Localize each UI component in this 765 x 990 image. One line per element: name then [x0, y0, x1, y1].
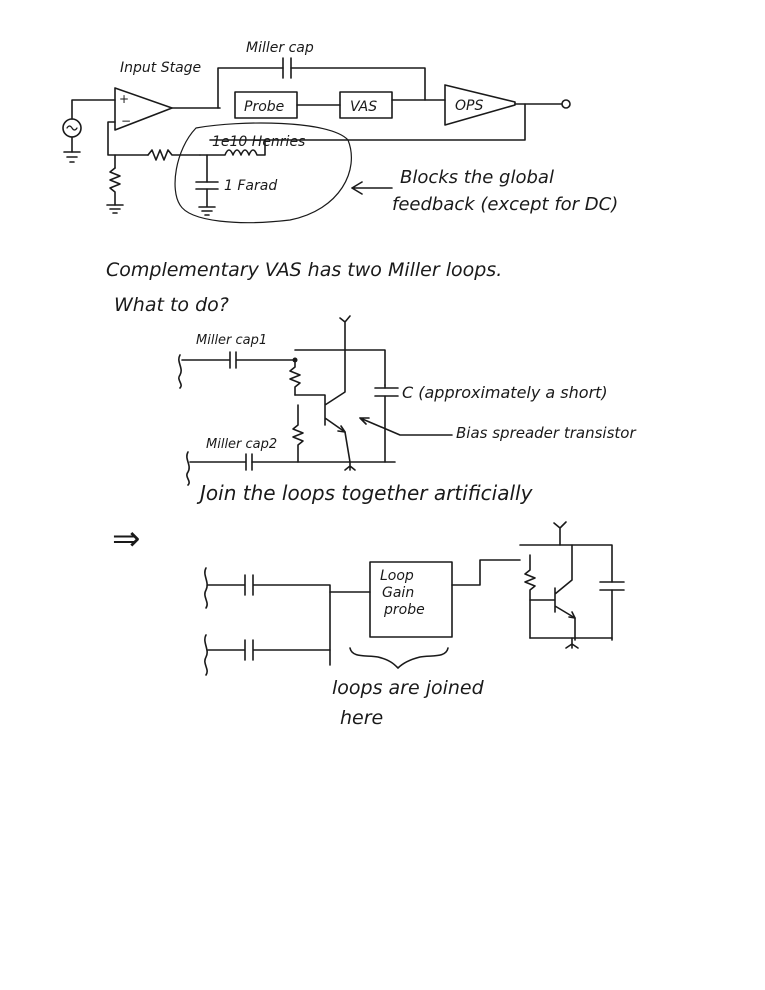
miller-cap2-label: Miller cap2 [206, 437, 277, 452]
probe-line3: probe [383, 602, 425, 618]
joined-loops-schematic: ⇒ Loop Gain probe loops are joined here [112, 519, 625, 729]
note-line2: What to do? [114, 294, 229, 316]
miller-cap-label: Miller cap [246, 40, 314, 56]
probe-line1: Loop [380, 568, 414, 584]
blocks-note-line1: Blocks the global [400, 167, 554, 188]
inductor-symbol [199, 139, 266, 156]
capacitor-symbol [195, 181, 219, 190]
blocks-note-line2: feedback (except for DC) [392, 194, 618, 215]
feedback-resistor [147, 149, 201, 161]
joined-note-line2: here [340, 707, 383, 729]
lc-enclosure [174, 122, 352, 224]
join-brace [349, 647, 449, 669]
shunt-capacitor [374, 387, 399, 397]
inductor-label: 1e10 Henries [212, 134, 305, 150]
plus-sign: + [119, 92, 129, 106]
probe-line2: Gain [382, 585, 414, 601]
miller-cap1-label: Miller cap1 [196, 333, 267, 348]
vas-box [339, 91, 393, 119]
output-terminal [561, 99, 571, 109]
complementary-vas-schematic: Miller cap1 C (approximately a short) Mi… [178, 315, 636, 505]
capacitor-label: 1 Farad [224, 178, 277, 194]
bias-note: Bias spreader transistor [456, 424, 636, 442]
bias-spreader-transistor [294, 349, 351, 463]
input-stage-opamp [114, 87, 173, 131]
joined-note-line1: loops are joined [332, 677, 485, 699]
input-stage-label: Input Stage [120, 60, 201, 76]
loop-gain-probe-box [369, 561, 453, 638]
minus-sign: − [121, 114, 131, 128]
ops-label: OPS [455, 98, 483, 114]
vas-label: VAS [350, 99, 377, 115]
probe-label: Probe [244, 99, 284, 115]
implies-arrow: ⇒ [112, 519, 141, 559]
cap-note: C (approximately a short) [402, 383, 608, 402]
note-line1: Complementary VAS has two Miller loops. [106, 259, 502, 281]
ops-buffer [444, 84, 516, 126]
feedback-schematic: Input Stage + − Miller cap Probe VAS OPS [62, 40, 618, 224]
join-note: Join the loops together artificially [196, 481, 534, 505]
